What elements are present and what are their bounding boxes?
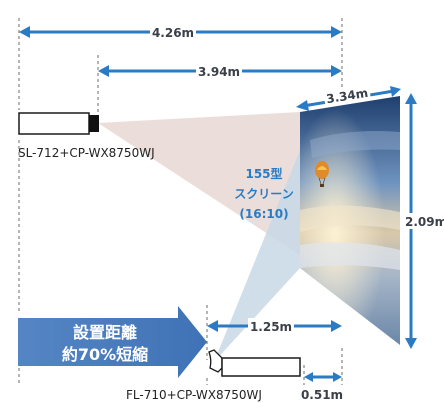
label-screen-height: 2.09m	[405, 215, 444, 229]
short-throw-beam	[214, 150, 300, 362]
short-throw-projector	[208, 349, 301, 377]
label-screen-to-lens-short: 1.25m	[250, 320, 292, 334]
label-screen-to-lens-long: 3.94m	[198, 65, 240, 79]
label-screen-width: 3.34m	[325, 86, 369, 106]
callout-line-2: 約70%短縮	[62, 345, 148, 364]
label-short-offset: 0.51m	[301, 388, 343, 402]
label-total-long: 4.26m	[152, 26, 194, 40]
long-throw-beam	[98, 112, 300, 255]
screen-aspect-label: (16:10)	[239, 207, 288, 221]
screen-size-label: 155型	[245, 166, 282, 181]
balloon-icon	[315, 161, 329, 187]
short-throw-projector-caption: FL-710+CP-WX8750WJ	[126, 388, 262, 402]
callout-line-1: 設置距離	[73, 323, 137, 342]
screen-type-label: スクリーン	[234, 187, 293, 201]
projection-screen	[300, 96, 400, 345]
long-throw-projector	[18, 112, 99, 135]
reduction-callout: 設置距離 約70%短縮	[18, 306, 207, 378]
long-throw-projector-caption: SL-712+CP-WX8750WJ	[18, 146, 155, 160]
